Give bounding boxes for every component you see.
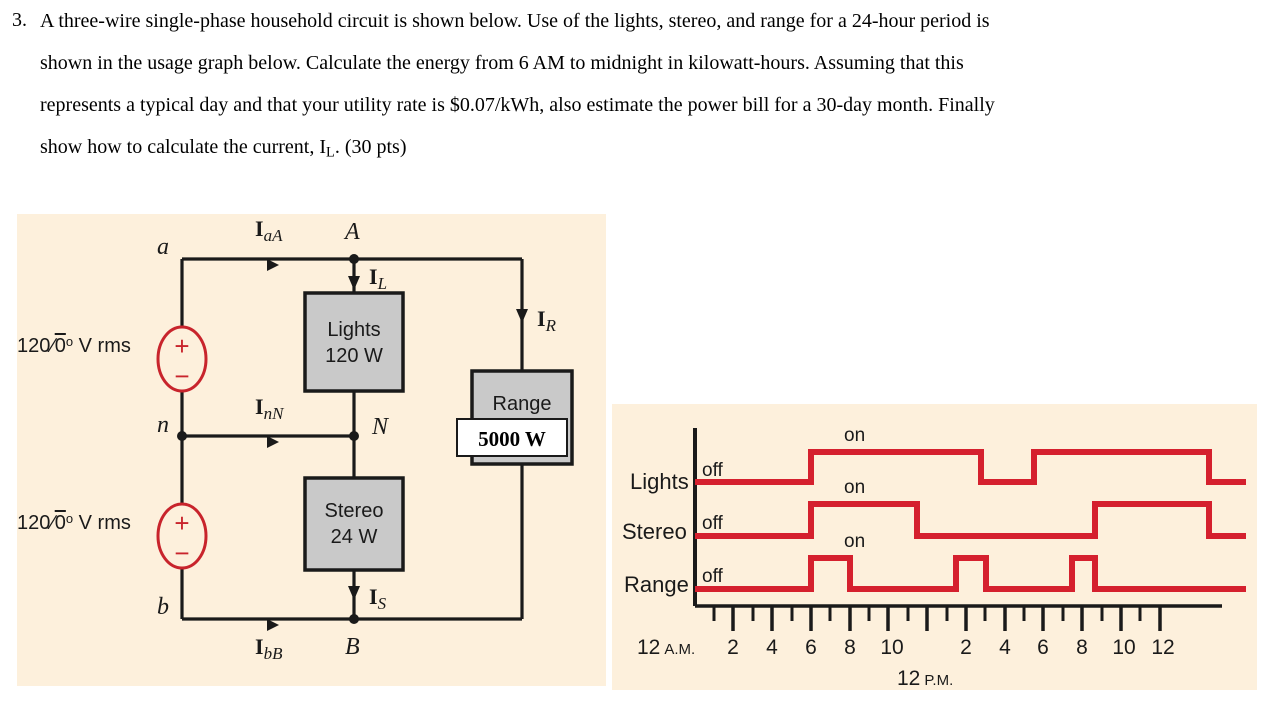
trace-stereo: off on xyxy=(695,477,1246,539)
state-on-lights: on xyxy=(844,425,865,446)
x-tick-label-12am-end: 12 xyxy=(1151,636,1174,659)
problem-row: 3. A three-wire single-phase household c… xyxy=(0,0,1273,174)
series-label-lights: Lights xyxy=(630,469,689,494)
load-name-stereo: Stereo xyxy=(325,500,384,522)
source-minus-sign: − xyxy=(174,538,189,568)
state-off-lights: off xyxy=(702,460,724,481)
arrow-iL xyxy=(348,276,360,290)
node-label-n: n xyxy=(157,412,169,438)
x-tick-label-2pm: 2 xyxy=(960,636,972,659)
problem-line-2: shown in the usage graph below. Calculat… xyxy=(40,52,964,74)
state-on-range: on xyxy=(844,531,865,552)
series-label-stereo: Stereo xyxy=(622,519,687,544)
state-off-range: off xyxy=(702,566,724,587)
noon-meridiem: P.M. xyxy=(924,672,953,689)
usage-timing-chart: Lights Stereo Range off on off on off on xyxy=(622,425,1246,690)
problem-line-4-text: show how to calculate the current, I xyxy=(40,136,327,158)
usage-graph-panel: Lights Stereo Range off on off on off on xyxy=(612,404,1257,690)
current-arrows xyxy=(267,259,528,631)
current-label-iL: IL xyxy=(369,264,387,293)
load-power-lights: 120 W xyxy=(325,345,383,367)
source-label-top: 120∕0o V rms xyxy=(17,334,131,357)
problem-line-4: show how to calculate the current, IL. (… xyxy=(40,126,1240,174)
problem-line-4-tail: . (30 pts) xyxy=(334,136,407,158)
circuit-schematic: + − + − 120∕0o V rms 120∕0o V rms a n b … xyxy=(17,216,574,663)
current-label-ibB: IbB xyxy=(255,634,283,663)
circuit-nodes xyxy=(177,254,359,624)
voltage-source-top: + − xyxy=(156,325,208,393)
trace-lights: off on xyxy=(695,425,1246,485)
state-on-stereo: on xyxy=(844,477,865,498)
x-tick-label-6am: 6 xyxy=(805,636,817,659)
arrow-iS xyxy=(348,586,360,600)
origin-hour: 12 xyxy=(637,636,660,659)
state-off-stereo: off xyxy=(702,513,724,534)
problem-number: 3. xyxy=(12,9,27,31)
arrow-iaA xyxy=(267,259,279,271)
x-tick-label-10am: 10 xyxy=(880,636,903,659)
source-plus-sign: + xyxy=(174,331,189,361)
noon-hour: 12 xyxy=(897,667,920,690)
load-power-range: 5000 W xyxy=(478,427,546,451)
load-name-lights: Lights xyxy=(327,319,380,341)
source-label-bottom: 120∕0o V rms xyxy=(17,511,131,534)
problem-line-1: A three-wire single-phase household circ… xyxy=(40,10,990,32)
load-block-stereo: Stereo 24 W xyxy=(303,476,405,572)
current-subscript: L xyxy=(326,144,335,161)
x-tick-label-4pm: 4 xyxy=(999,636,1011,659)
load-block-range: Range 5000 W xyxy=(456,369,574,466)
trace-range: off on xyxy=(695,531,1246,592)
problem-text: A three-wire single-phase household circ… xyxy=(40,0,1240,174)
x-axis-ticks xyxy=(712,606,1162,631)
x-tick-label-10pm: 10 xyxy=(1112,636,1135,659)
arrow-ibB xyxy=(267,619,279,631)
circuit-diagram-panel: + − + − 120∕0o V rms 120∕0o V rms a n b … xyxy=(17,214,606,686)
x-tick-label-8pm: 8 xyxy=(1076,636,1088,659)
problem-statement: 3. A three-wire single-phase household c… xyxy=(0,0,1273,174)
current-label-iaA: IaA xyxy=(255,216,283,245)
x-tick-label-2am: 2 xyxy=(727,636,739,659)
origin-meridiem: A.M. xyxy=(664,641,695,658)
current-label-iS: IS xyxy=(369,584,387,613)
source-minus-sign: − xyxy=(174,361,189,391)
load-name-range: Range xyxy=(493,393,552,415)
node-label-A: A xyxy=(343,219,360,245)
x-tick-label-6pm: 6 xyxy=(1037,636,1049,659)
range-power-callout-box xyxy=(456,418,568,457)
arrow-inN xyxy=(267,436,279,448)
problem-line-3: represents a typical day and that your u… xyxy=(40,94,995,116)
node-label-B: B xyxy=(345,634,360,660)
current-label-inN: InN xyxy=(255,394,285,423)
series-label-range: Range xyxy=(624,572,689,597)
load-power-stereo: 24 W xyxy=(331,526,378,548)
source-plus-sign: + xyxy=(174,508,189,538)
node-label-b: b xyxy=(157,594,169,620)
x-axis-tick-labels: 2 4 6 8 10 2 4 6 8 10 12 xyxy=(727,636,1175,659)
node-label-a: a xyxy=(157,234,169,260)
arrow-iR xyxy=(516,309,528,323)
voltage-source-bottom: + − xyxy=(156,502,208,570)
x-tick-label-8am: 8 xyxy=(844,636,856,659)
x-tick-label-4am: 4 xyxy=(766,636,778,659)
node-label-N: N xyxy=(371,414,390,440)
current-label-iR: IR xyxy=(537,306,557,335)
load-block-lights: Lights 120 W xyxy=(303,291,405,393)
